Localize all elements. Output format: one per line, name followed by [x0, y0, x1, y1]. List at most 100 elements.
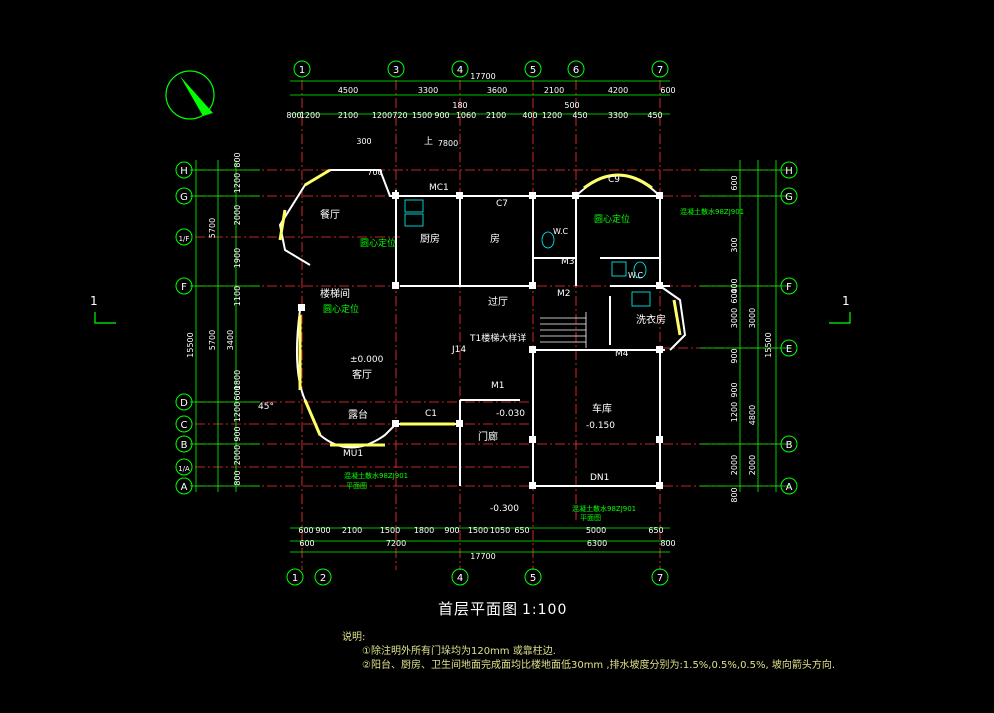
note-2: ②阳台、厨房、卫生间地面完成面均比楼地面低30mm ,排水坡度分别为:1.5%,… [362, 660, 836, 671]
section-mark-left: 1 [90, 294, 116, 324]
dim-bottom: 5000 [586, 526, 606, 535]
axis-bubble-right: F [780, 277, 798, 295]
svg-text:7: 7 [657, 573, 663, 584]
dim-top: 300 [356, 137, 371, 146]
dim-left: 2000 [233, 205, 242, 225]
room-label: W.C [553, 227, 569, 236]
axis-bubble-right: E [780, 339, 798, 357]
dim-bottom: 7200 [386, 539, 406, 548]
dim-top: 3600 [487, 86, 507, 95]
dim-top: 400 [522, 111, 537, 120]
walls [330, 169, 670, 487]
svg-text:1/F: 1/F [179, 235, 190, 243]
dim-right: 400 [730, 278, 739, 293]
dim-left: 1200 [233, 173, 242, 193]
svg-text:MC1: MC1 [429, 183, 449, 193]
dim-right: 2000 [730, 455, 739, 475]
curved-bays [278, 168, 687, 449]
svg-text:-0.300: -0.300 [490, 504, 519, 514]
svg-text:M2: M2 [557, 289, 571, 299]
dim-right: 800 [730, 487, 739, 502]
svg-text:-0.030: -0.030 [496, 409, 525, 419]
svg-text:-0.150: -0.150 [586, 421, 615, 431]
svg-text:D: D [180, 398, 188, 409]
dim-top: 700 [367, 168, 382, 177]
dim-bottom: 900 [315, 526, 330, 535]
svg-text:1: 1 [90, 294, 98, 308]
dim-right: 2000 [748, 455, 757, 475]
svg-text:M4: M4 [615, 349, 629, 359]
svg-text:4: 4 [457, 573, 463, 584]
dim-right: 3000 [748, 308, 757, 328]
svg-text:G: G [180, 192, 188, 203]
room-label: 车库 [592, 402, 612, 415]
room-label: 门廊 [478, 430, 498, 443]
dim-bottom: 1800 [414, 526, 434, 535]
axis-bubble-left: C [175, 415, 193, 433]
svg-text:DN1: DN1 [590, 473, 609, 483]
svg-text:1: 1 [292, 573, 298, 584]
axis-bubble-bottom: 7 [651, 568, 669, 586]
dim-top: 3300 [418, 86, 438, 95]
svg-text:5: 5 [530, 573, 536, 584]
room-labels: 餐厅 厨房 房 W.C W.C 楼梯间 洗衣房 过厅 客厅 车库 门廊 露台 [320, 208, 666, 443]
axis-bubble-left: 1/A [175, 458, 193, 476]
axis-bubble-bottom: 4 [451, 568, 469, 586]
dim-right: 300 [730, 237, 739, 252]
room-label: 客厅 [352, 368, 372, 381]
room-label: 露台 [348, 408, 368, 421]
dim-total: 17700 [470, 72, 495, 81]
dim-left: 5700 [208, 330, 217, 350]
svg-text:3: 3 [393, 65, 399, 76]
svg-text:混凝土散水98ZJ901: 混凝土散水98ZJ901 [572, 504, 636, 513]
fixtures [404, 199, 651, 307]
svg-text:45°: 45° [258, 402, 274, 412]
svg-text:圆心定位: 圆心定位 [594, 213, 630, 225]
dim-top: 4200 [608, 86, 628, 95]
svg-text:A: A [786, 482, 793, 493]
svg-text:4: 4 [457, 65, 463, 76]
svg-text:M3: M3 [561, 257, 575, 267]
svg-text:T1楼梯大样详: T1楼梯大样详 [469, 332, 526, 344]
axis-bubble-left: 1/F [175, 228, 193, 246]
dim-bottom: 1050 [490, 526, 510, 535]
axis-bubble-right: H [780, 161, 798, 179]
dimension-lines [190, 80, 790, 553]
dim-bottom: 800 [660, 539, 675, 548]
svg-text:B: B [181, 440, 188, 451]
axis-bubble-left: F [175, 277, 193, 295]
dim-right: 3000 [730, 308, 739, 328]
dim-right: 900 [730, 382, 739, 397]
axis-bubble-left: B [175, 435, 193, 453]
axis-bubble-left: D [175, 393, 193, 411]
svg-text:G: G [785, 192, 793, 203]
axis-bubble-bottom: 5 [524, 568, 542, 586]
axis-bubble-bottom: 2 [314, 568, 332, 586]
dim-left: 2000 [233, 445, 242, 465]
svg-text:平面图: 平面图 [580, 514, 601, 522]
dim-right: 15500 [764, 332, 773, 357]
axis-bubble-top: 1 [293, 60, 311, 78]
svg-text:E: E [786, 344, 792, 355]
axis-bubble-top: 7 [651, 60, 669, 78]
dim-top: 1500 [412, 111, 432, 120]
title-scale: 1:100 [522, 602, 568, 618]
room-label: 房 [490, 232, 500, 245]
svg-text:混凝土散水98ZJ901: 混凝土散水98ZJ901 [344, 471, 408, 480]
dim-left: 1800 [233, 370, 242, 390]
svg-text:C: C [181, 420, 188, 431]
room-label: 厨房 [420, 232, 440, 245]
dim-right: 600 [730, 175, 739, 190]
dim-top: 450 [647, 111, 662, 120]
svg-text:J14: J14 [451, 345, 466, 355]
dim-top: 2100 [338, 111, 358, 120]
dim-left: 1100 [233, 286, 242, 306]
dim-top: 450 [572, 111, 587, 120]
dim-left: 800 [233, 152, 242, 167]
svg-text:C9: C9 [608, 175, 620, 185]
section-mark-right: 1 [829, 294, 851, 324]
room-label: 洗衣房 [636, 313, 666, 326]
room-label: 过厅 [488, 295, 508, 308]
dim-right: 900 [730, 348, 739, 363]
